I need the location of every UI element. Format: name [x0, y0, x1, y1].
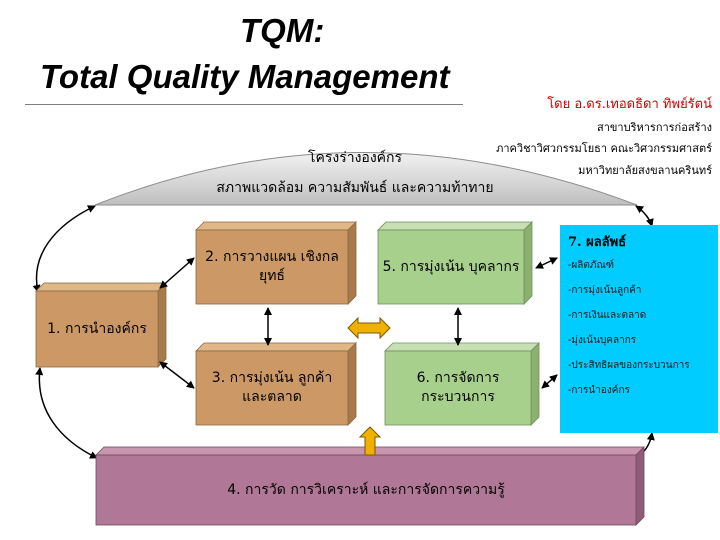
box-customer-focus: 3. การมุ่งเน้น ลูกค้าและตลาด [196, 351, 348, 425]
box-strategic-planning: 2. การวางแผน เชิงกลยุทธ์ [196, 230, 348, 304]
credit-line1: สาขาบริหารการก่อสร้าง [597, 121, 712, 134]
title-underline [25, 104, 463, 105]
credit-line2: ภาควิชาวิศวกรรมโยธา คณะวิศวกรรมศาสตร์ [496, 142, 712, 155]
arch-title: โครงร่างองค์กร [307, 150, 403, 166]
arrow-5-results [535, 257, 558, 269]
results-item: -การมุ่งเน้นลูกค้า [568, 285, 642, 296]
outer-loop-right [635, 205, 654, 227]
results-item: -ประสิทธิผลของกระบวนการ [568, 360, 690, 371]
arrow-6-results [541, 374, 558, 389]
title-line2: Total Quality Management [40, 58, 450, 95]
outer-loop-left [32, 205, 96, 293]
results-item: -การนำองค์กร [568, 385, 630, 396]
results-item: -การเงินและตลาด [568, 310, 647, 321]
results-title: 7. ผลลัพธ์ [568, 235, 627, 250]
orange-up-arrow [358, 426, 382, 456]
outer-loop-left-bottom [35, 367, 98, 459]
title-line1: TQM: [240, 12, 325, 49]
results-item: -ผลิตภัณฑ์ [568, 260, 615, 271]
box4-3d [95, 446, 645, 526]
box-strategic-planning-label: 2. การวางแผน เชิงกลยุทธ์ [205, 249, 339, 284]
box-measurement-label: 4. การวัด การวิเคราะห์ และการจัดการความร… [227, 481, 505, 498]
box1-3d [35, 282, 167, 368]
box-process-management: 6. การจัดการ กระบวนการ [385, 351, 531, 425]
box-workforce-focus: 5. การมุ่งเน้น บุคลากร [378, 230, 524, 304]
box2-3d [195, 221, 357, 305]
credit-line3: มหาวิทยาลัยสงขลานครินทร์ [578, 164, 712, 177]
arch-subtitle: สภาพแวดล้อม ความสัมพันธ์ และความท้าทาย [216, 180, 494, 196]
box-leadership-label: 1. การนำองค์กร [47, 320, 147, 337]
box6-3d [384, 342, 540, 426]
credit-author: โดย อ.ดร.เทอดธิดา ทิพย์รัตน์ [547, 97, 712, 112]
orange-double-arrow [347, 316, 391, 340]
box3-3d [195, 342, 357, 426]
box5-3d [377, 221, 533, 305]
arrow-1-2 [159, 257, 195, 289]
results-panel: 7. ผลลัพธ์ -ผลิตภัณฑ์ -การมุ่งเน้นลูกค้า… [560, 225, 718, 433]
box-leadership: 1. การนำองค์กร [36, 291, 158, 367]
box-measurement: 4. การวัด การวิเคราะห์ และการจัดการความร… [96, 455, 636, 525]
arrow-1-3 [159, 361, 195, 389]
results-item: -มุ่งเน้นบุคลากร [568, 335, 637, 346]
box-process-management-label: 6. การจัดการ กระบวนการ [416, 370, 500, 405]
org-profile-arch [94, 152, 638, 206]
box-workforce-focus-label: 5. การมุ่งเน้น บุคลากร [382, 258, 520, 275]
box-customer-focus-label: 3. การมุ่งเน้น ลูกค้าและตลาด [211, 370, 333, 405]
